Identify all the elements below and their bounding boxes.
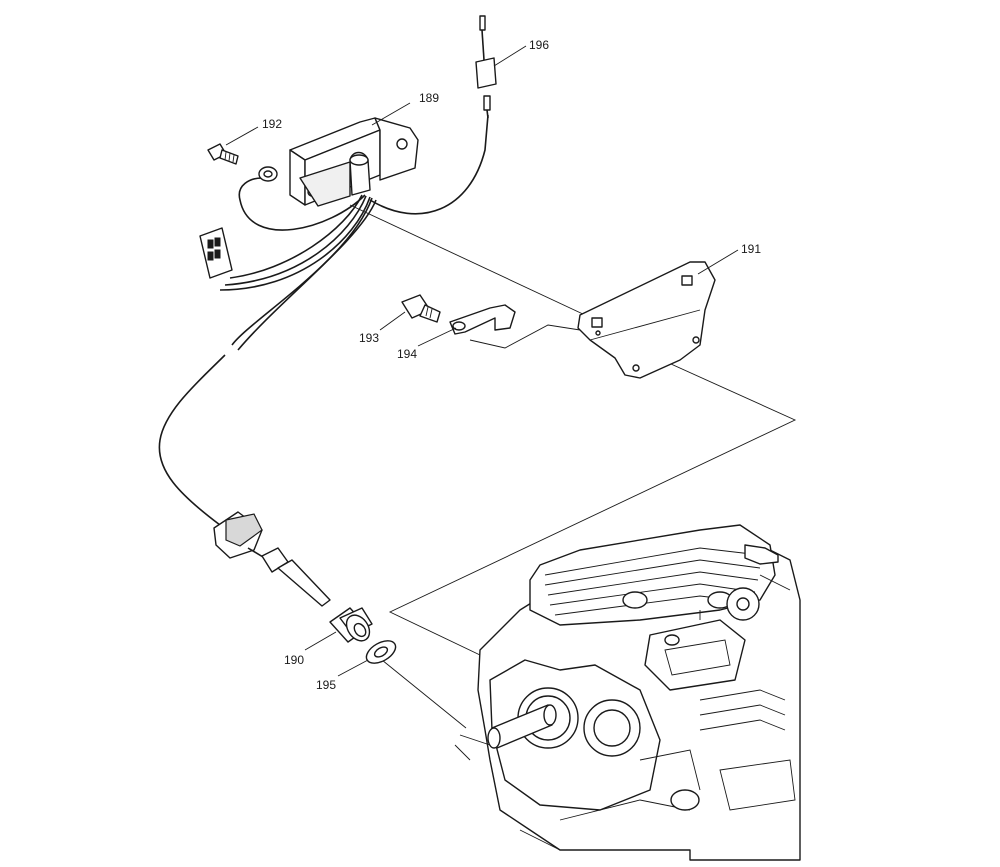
- bracket-191[interactable]: [577, 261, 716, 379]
- bolt-192[interactable]: [207, 143, 239, 165]
- bolt-193[interactable]: [401, 294, 441, 323]
- callout-194: 194: [397, 347, 417, 361]
- washer-195[interactable]: [363, 636, 400, 668]
- callout-196: 196: [529, 38, 549, 52]
- assembly-reference-lines: [349, 204, 797, 729]
- callout-189: 189: [419, 91, 439, 105]
- callout-labels: 189 190 191 192 193 194 195 196: [262, 38, 761, 692]
- callout-190: 190: [284, 653, 304, 667]
- leader-lines: [225, 45, 739, 677]
- callout-192: 192: [262, 117, 282, 131]
- engine-block: [454, 524, 801, 861]
- callout-195: 195: [316, 678, 336, 692]
- clamp-194[interactable]: [449, 304, 516, 335]
- fitting-190[interactable]: [329, 607, 374, 645]
- sensor-probe: [213, 511, 331, 607]
- wiring-harness: [158, 114, 489, 526]
- callout-191: 191: [741, 242, 761, 256]
- callout-193: 193: [359, 331, 379, 345]
- wire-splice-196[interactable]: [475, 15, 497, 119]
- ignition-module-189[interactable]: [289, 117, 419, 207]
